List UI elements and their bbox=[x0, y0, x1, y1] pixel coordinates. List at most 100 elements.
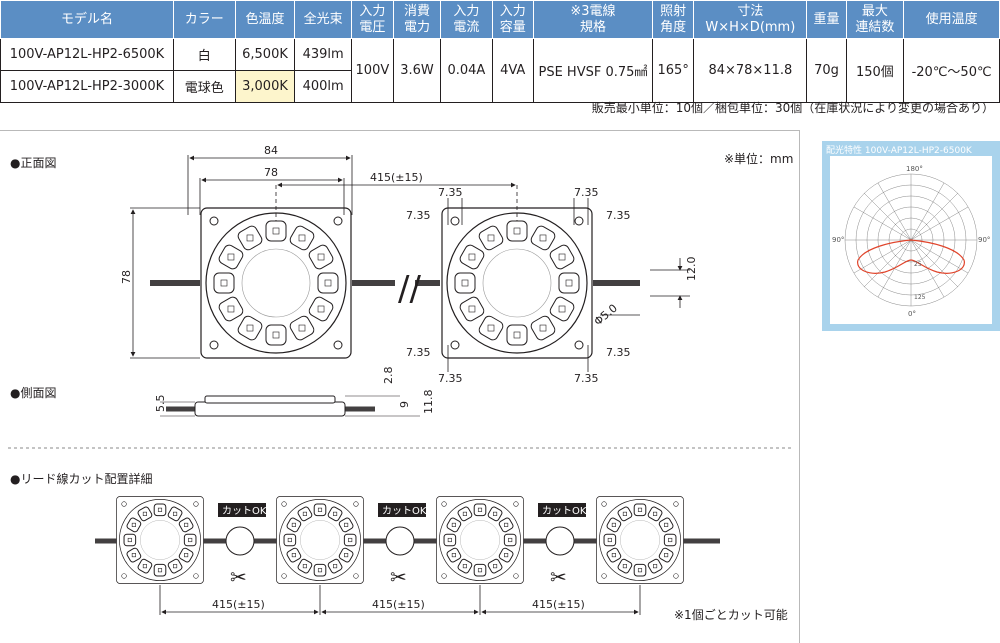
dim-7-35: 7.35 bbox=[406, 346, 431, 359]
led-chip bbox=[508, 537, 513, 543]
led-pad bbox=[549, 244, 575, 270]
led-chip bbox=[539, 234, 547, 242]
cut-ok-labels: カットOK カットOK カットOK bbox=[218, 503, 587, 517]
led-chip bbox=[565, 279, 573, 287]
led-chip bbox=[513, 331, 521, 339]
led-pad bbox=[313, 563, 327, 577]
section-lead-title: ●リード線カット配置詳細 bbox=[10, 472, 153, 486]
led-pad bbox=[478, 315, 504, 341]
led-chip bbox=[157, 568, 163, 573]
led-chip bbox=[513, 227, 521, 235]
cut-ok-label: カットOK bbox=[222, 505, 267, 517]
led-pad bbox=[530, 315, 556, 341]
polar-label-90-right: 90° bbox=[978, 236, 990, 244]
front-module-right bbox=[415, 207, 640, 359]
led-chip bbox=[611, 553, 616, 558]
led-chip bbox=[468, 305, 476, 313]
led-chip bbox=[558, 253, 566, 261]
led-pad bbox=[459, 244, 485, 270]
led-chip bbox=[344, 553, 349, 558]
led-pad bbox=[178, 517, 194, 533]
led-chip bbox=[272, 331, 280, 339]
led-pad bbox=[167, 558, 183, 574]
led-chip bbox=[324, 279, 332, 287]
dim-84: 84 bbox=[264, 144, 278, 157]
led-chip bbox=[317, 305, 325, 313]
led-pad bbox=[343, 533, 357, 547]
led-chip bbox=[220, 279, 228, 287]
led-pad bbox=[530, 225, 556, 251]
led-pad bbox=[126, 547, 142, 563]
led-pad bbox=[506, 220, 528, 242]
cell-color: 電球色 bbox=[172, 70, 236, 103]
led-pad bbox=[617, 506, 633, 522]
led-pad bbox=[506, 324, 528, 346]
dim-7-35: 7.35 bbox=[406, 209, 431, 222]
led-pad bbox=[297, 558, 313, 574]
dim-pitch: 415(±15) bbox=[532, 598, 585, 611]
led-chip bbox=[333, 511, 338, 516]
led-chip bbox=[184, 553, 189, 558]
led-chip bbox=[637, 568, 643, 573]
led-chip bbox=[539, 324, 547, 332]
led-pad bbox=[473, 563, 487, 577]
led-chip bbox=[611, 522, 616, 527]
cell-voltage: 100V bbox=[350, 38, 394, 103]
led-pad bbox=[663, 533, 677, 547]
led-chip bbox=[246, 234, 254, 242]
led-chip bbox=[462, 564, 467, 569]
led-chip bbox=[451, 522, 456, 527]
led-chip bbox=[637, 507, 643, 512]
led-chip bbox=[188, 537, 193, 543]
dim-side-11-8: 11.8 bbox=[422, 390, 435, 415]
polar-curve bbox=[857, 239, 965, 274]
led-chip bbox=[447, 537, 452, 543]
led-chip bbox=[477, 507, 483, 512]
led-chip bbox=[142, 511, 147, 516]
led-pad bbox=[606, 517, 622, 533]
led-chip bbox=[664, 522, 669, 527]
dim-78: 78 bbox=[264, 166, 278, 179]
led-chip bbox=[291, 553, 296, 558]
led-chip bbox=[317, 253, 325, 261]
led-pad bbox=[617, 558, 633, 574]
led-chip bbox=[462, 511, 467, 516]
header-model: モデル名 bbox=[0, 0, 174, 39]
led-pad bbox=[658, 547, 674, 563]
cut-ok-label: カットOK bbox=[542, 505, 587, 517]
cut-ok-label: カットOK bbox=[382, 505, 427, 517]
dim-12: 12.0 bbox=[685, 257, 698, 282]
polar-ring-25: 25 bbox=[914, 261, 922, 268]
led-chip bbox=[622, 511, 627, 516]
scissors-icon: ✂ bbox=[230, 565, 247, 589]
led-pad bbox=[183, 533, 197, 547]
led-pad bbox=[289, 225, 315, 251]
led-pad bbox=[126, 517, 142, 533]
header-weight: 重量 bbox=[806, 0, 847, 39]
led-chip bbox=[302, 511, 307, 516]
led-chip bbox=[227, 253, 235, 261]
dim-7-35: 7.35 bbox=[606, 346, 631, 359]
led-chip bbox=[668, 537, 673, 543]
led-chip bbox=[317, 568, 323, 573]
polar-label-0: 0° bbox=[908, 310, 916, 318]
led-chip bbox=[504, 553, 509, 558]
dim-78-height: 78 bbox=[120, 270, 133, 284]
dim-7-35: 7.35 bbox=[574, 186, 599, 199]
led-chip bbox=[493, 564, 498, 569]
led-chip bbox=[653, 564, 658, 569]
unit-note: ※単位：mm bbox=[724, 152, 794, 166]
table-row: 100V-AP12L-HP2-6500K 白 6,500K 439lm 100V… bbox=[0, 38, 1000, 103]
led-pad bbox=[459, 296, 485, 322]
dim-7-35: 7.35 bbox=[438, 186, 463, 199]
cell-temp: 6,500K bbox=[234, 38, 296, 71]
led-chip bbox=[487, 234, 495, 242]
led-pad bbox=[457, 558, 473, 574]
led-pad bbox=[549, 296, 575, 322]
dim-7-35: 7.35 bbox=[438, 372, 463, 385]
led-pad bbox=[338, 547, 354, 563]
drawing-frame bbox=[0, 130, 800, 643]
led-chip bbox=[348, 537, 353, 543]
header-capacity: 入力容量 bbox=[491, 0, 534, 39]
